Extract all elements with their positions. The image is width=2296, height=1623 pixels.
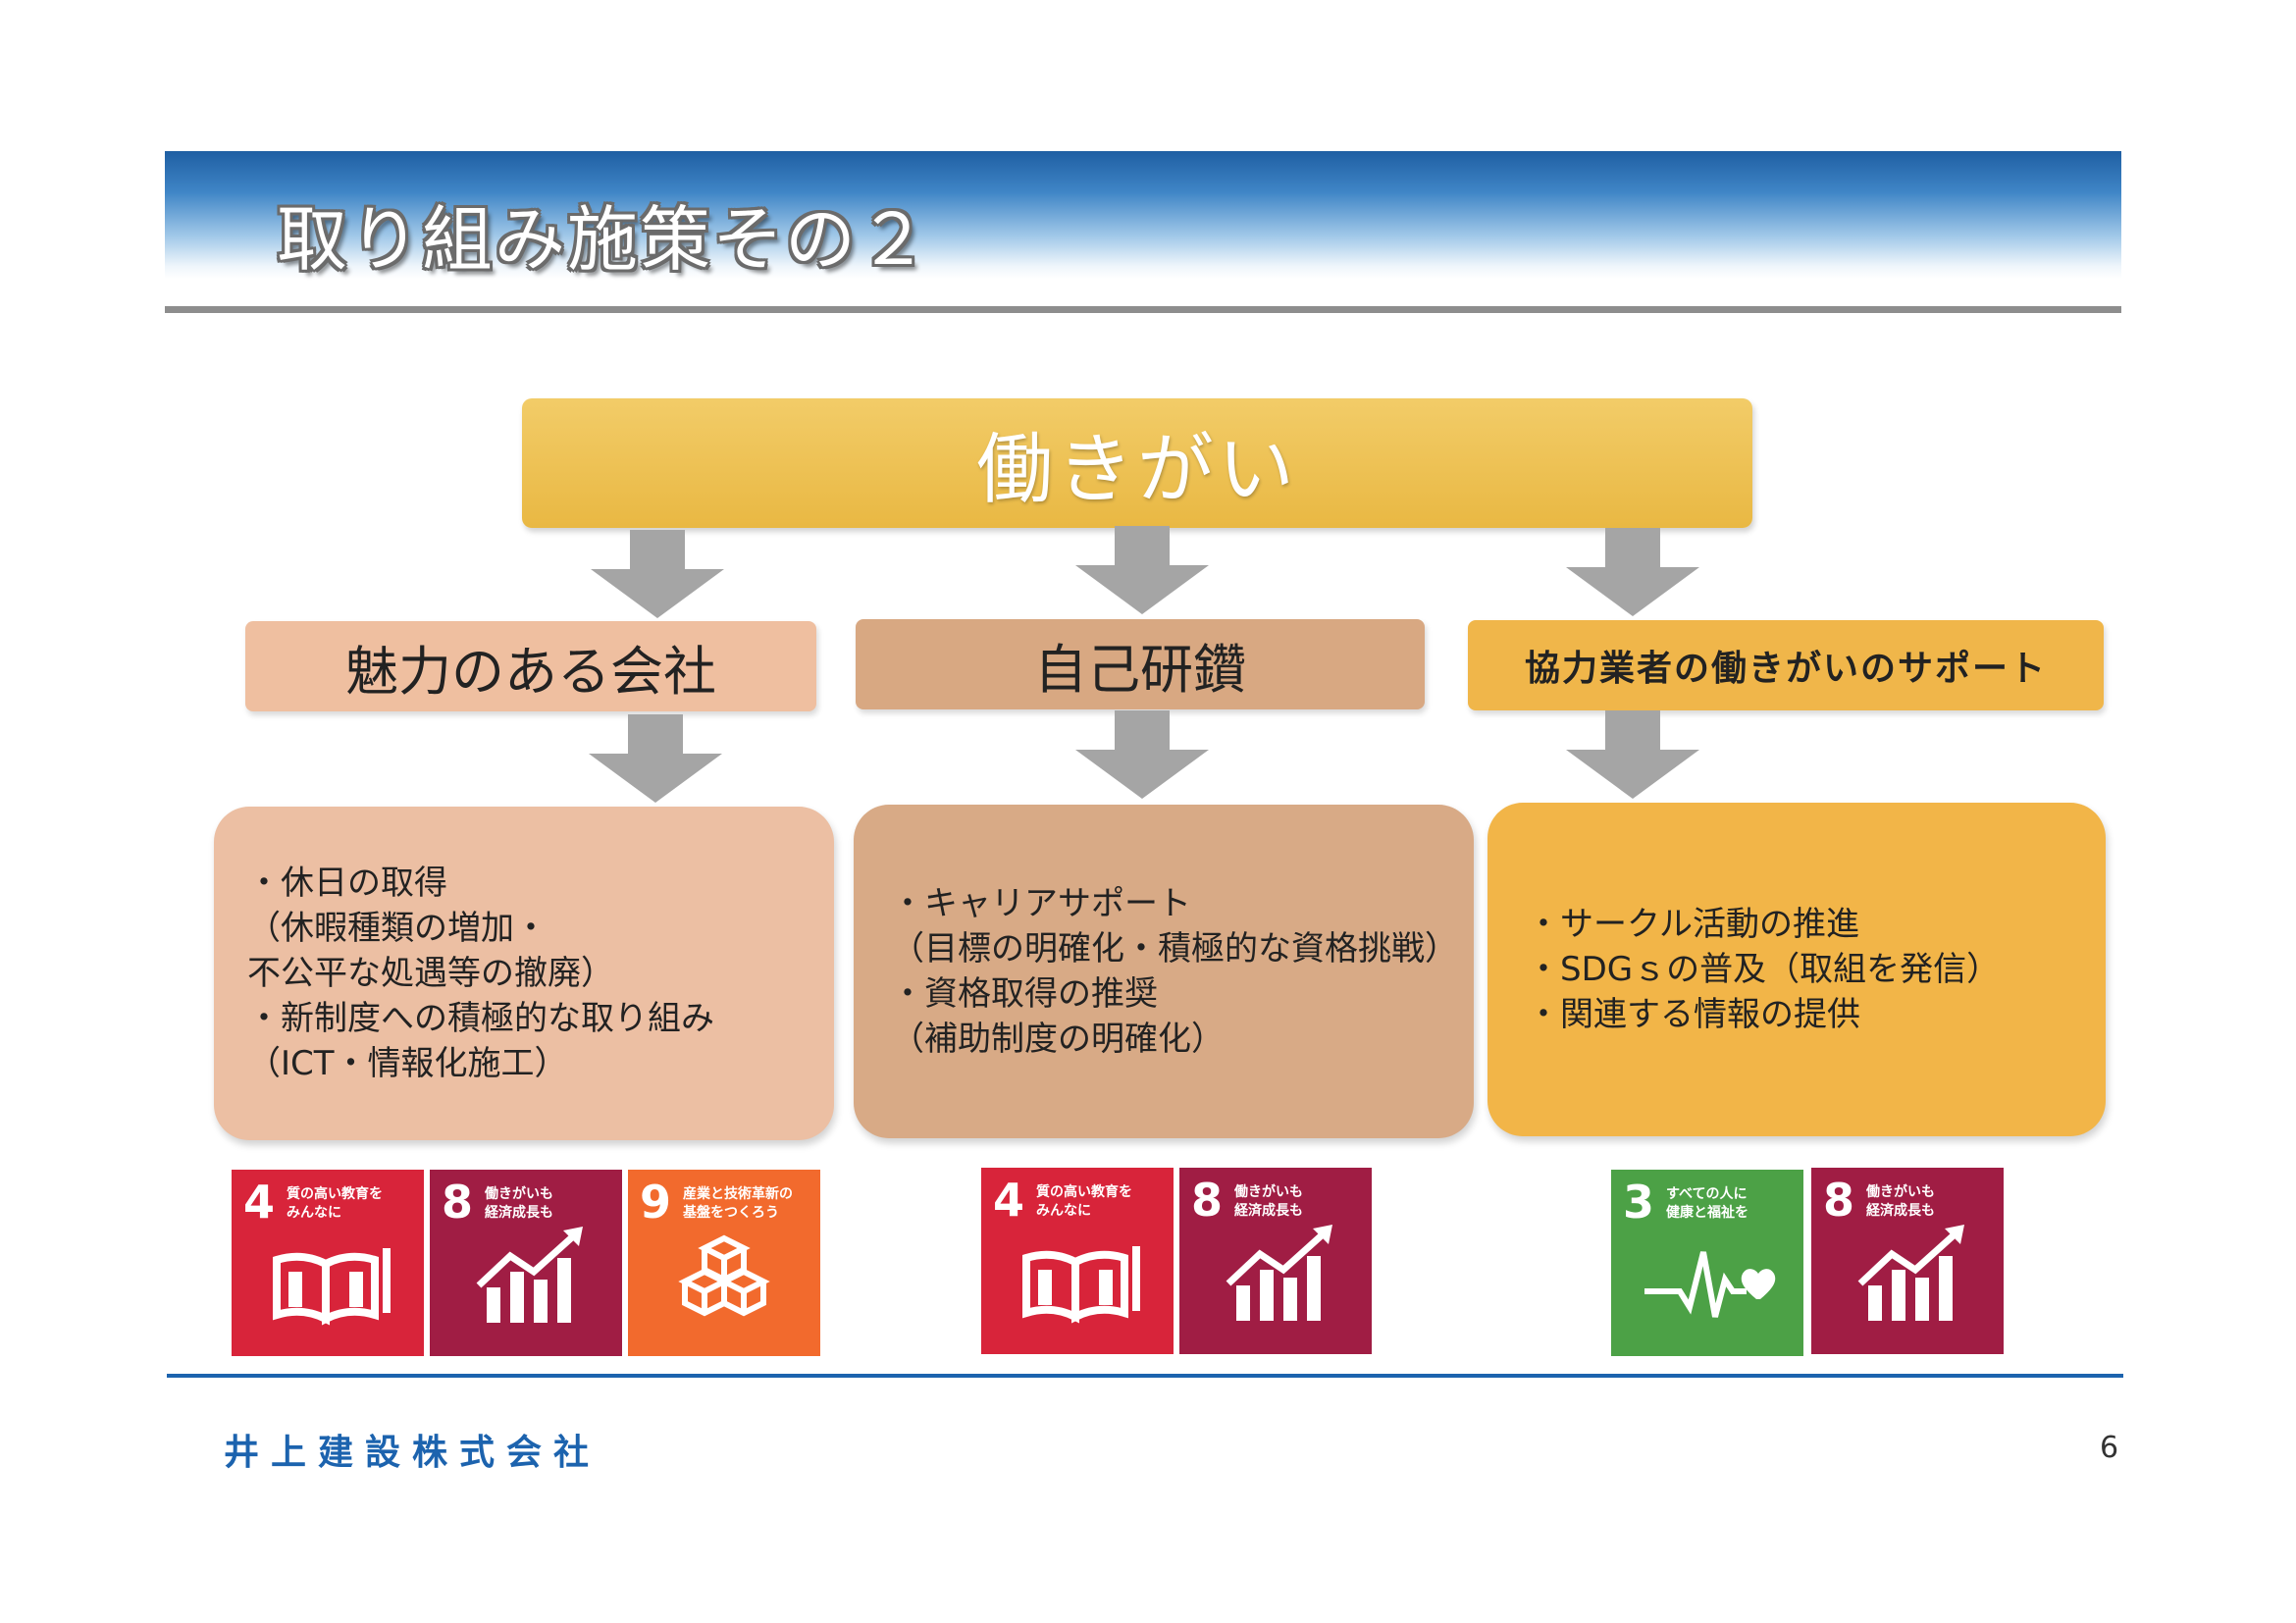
book-icon [273, 1248, 391, 1326]
sdg-number: 9 [640, 1176, 672, 1229]
down-arrow-icon [1566, 710, 1699, 799]
sdg-number: 8 [1823, 1174, 1855, 1227]
sdg-goal-4-tile: 4 質の高い教育を みんなに [981, 1168, 1174, 1354]
sdg-number: 4 [243, 1176, 276, 1229]
cubes-icon [678, 1234, 770, 1317]
sdg-goal-8-tile: 8 働きがいも 経済成長も [430, 1170, 622, 1356]
sdg-label: 質の高い教育を みんなに [287, 1186, 383, 1221]
detail-line: （ICT・情報化施工） [247, 1044, 568, 1083]
sdg-number: 8 [442, 1176, 474, 1229]
growth-chart-icon [476, 1227, 583, 1323]
sdg-goal-9-tile: 9 産業と技術革新の 基盤をつくろう [628, 1170, 820, 1356]
down-arrow-icon [589, 714, 722, 803]
sdg-number: 3 [1623, 1176, 1655, 1229]
down-arrow-icon [591, 530, 724, 618]
down-arrow-icon [1075, 710, 1209, 799]
sdg-label: 産業と技術革新の 基盤をつくろう [683, 1186, 793, 1221]
detail-line: ・SDGｓの普及（取組を発信） [1527, 950, 2001, 989]
sdg-goal-8-tile: 8 働きがいも 経済成長も [1811, 1168, 2004, 1354]
category-box-self-improvement: 自己研鑽 [856, 619, 1425, 709]
page-number: 6 [2100, 1431, 2119, 1465]
detail-line: ・新制度への積極的な取り組み [247, 999, 714, 1038]
top-theme-box: 働きがい [522, 398, 1752, 528]
sdg-label: 働きがいも 経済成長も [485, 1186, 553, 1221]
category-label: 協力業者の働きがいのサポート [1524, 649, 2047, 689]
page-title: 取り組み施策その２ [277, 198, 931, 281]
category-label: 自己研鑽 [1034, 638, 1246, 701]
footer-divider [167, 1374, 2123, 1378]
sdg-label: 質の高い教育を みんなに [1036, 1184, 1132, 1219]
title-band [165, 151, 2121, 279]
detail-line: （補助制度の明確化） [891, 1020, 1225, 1059]
detail-line: ・キャリアサポート [891, 884, 1191, 923]
book-icon [1022, 1246, 1140, 1324]
sdg-goal-4-tile: 4 質の高い教育を みんなに [232, 1170, 424, 1356]
growth-chart-icon [1226, 1225, 1332, 1321]
sdg-label: 働きがいも 経済成長も [1866, 1184, 1935, 1219]
company-name: 井上建設株式会社 [224, 1433, 601, 1473]
down-arrow-icon [1566, 528, 1699, 616]
detail-line: ・サークル活動の推進 [1527, 905, 1859, 944]
sdg-number: 8 [1191, 1174, 1224, 1227]
title-divider [165, 306, 2121, 313]
detail-line: ・関連する情報の提供 [1527, 995, 1860, 1034]
detail-box-attractive-company: ・休日の取得 （休暇種類の増加・ 不公平な処遇等の撤廃） ・新制度への積極的な取… [214, 807, 834, 1140]
detail-line: ・休日の取得 [247, 864, 447, 903]
category-box-attractive-company: 魅力のある会社 [245, 621, 816, 711]
detail-line: ・資格取得の推奨 [891, 974, 1158, 1014]
detail-line: 不公平な処遇等の撤廃） [247, 954, 614, 993]
top-theme-label: 働きがい [975, 426, 1298, 514]
sdg-label: 働きがいも 経済成長も [1234, 1184, 1303, 1219]
category-label: 魅力のある会社 [345, 640, 716, 703]
sdg-label: すべての人に 健康と福祉を [1666, 1186, 1748, 1221]
detail-line: （目標の明確化・積極的な資格挑戦） [891, 929, 1458, 969]
sdg-goal-8-tile: 8 働きがいも 経済成長も [1179, 1168, 1372, 1354]
category-box-partner-support: 協力業者の働きがいのサポート [1468, 620, 2104, 710]
down-arrow-icon [1075, 526, 1209, 614]
heartbeat-icon [1644, 1251, 1776, 1318]
detail-line: （休暇種類の増加・ [247, 909, 548, 948]
detail-box-self-improvement: ・キャリアサポート （目標の明確化・積極的な資格挑戦） ・資格取得の推奨 （補助… [854, 805, 1474, 1138]
sdg-goal-3-tile: 3 すべての人に 健康と福祉を [1611, 1170, 1803, 1356]
detail-box-partner-support: ・サークル活動の推進 ・SDGｓの普及（取組を発信） ・関連する情報の提供 [1487, 803, 2106, 1136]
growth-chart-icon [1857, 1225, 1964, 1321]
sdg-number: 4 [993, 1174, 1025, 1227]
